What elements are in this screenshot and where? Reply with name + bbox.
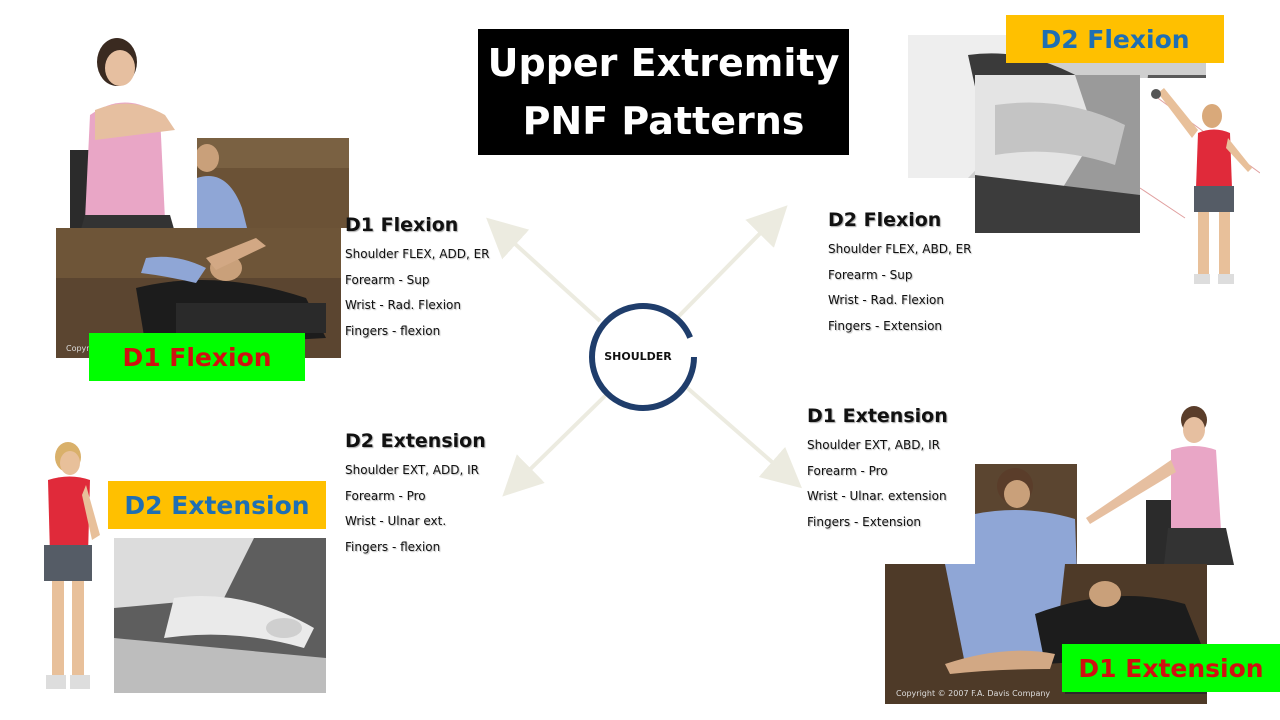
arrow-d2-flexion: [676, 205, 788, 319]
pattern-d2-flexion-line: Forearm - Sup: [828, 267, 913, 282]
pattern-d2-flexion: D2 Flexion Shoulder FLEX, ABD, ER Forear…: [828, 209, 972, 339]
pattern-d1-flexion-line: Wrist - Rad. Flexion: [345, 298, 461, 312]
pattern-d2-flexion-line: Wrist - Rad. Flexion: [828, 293, 944, 307]
pattern-d1-extension-line: Forearm - Pro: [807, 463, 888, 478]
hub-label: SHOULDER: [604, 350, 672, 363]
pattern-d1-flexion-title: D1 Flexion: [345, 214, 459, 236]
pattern-d2-flexion-line: Shoulder FLEX, ABD, ER: [828, 242, 972, 256]
pattern-d1-flexion: D1 Flexion Shoulder FLEX, ADD, ER Forear…: [345, 214, 490, 344]
photo-therapist-upper: [197, 138, 349, 228]
pattern-d2-extension-line: Wrist - Ulnar ext.: [345, 514, 447, 528]
tag-d1-extension: D1 Extension: [1062, 644, 1280, 692]
photo-bw-d2-extension: [114, 538, 326, 693]
copyright-left: Copyright: [66, 344, 106, 353]
shoulder-diagram: [486, 205, 803, 497]
photo-seated-d1-extension: [1076, 400, 1236, 565]
photo-bw-d2-flexion-lower: [975, 75, 1140, 233]
shoulder-hub-ring: [589, 303, 697, 411]
photo-standing-d2-flexion: [1140, 78, 1260, 290]
pattern-d2-extension-line: Shoulder EXT, ADD, IR: [345, 463, 479, 477]
pattern-d2-flexion-title: D2 Flexion: [828, 209, 942, 231]
copyright-right: Copyright © 2007 F.A. Davis Company: [896, 689, 1051, 698]
pattern-d2-extension-line: Forearm - Pro: [345, 488, 426, 503]
photo-seated-d1-flexion: [55, 20, 200, 250]
title-line-2: PNF Patterns: [522, 99, 805, 143]
pattern-d2-extension: D2 Extension Shoulder EXT, ADD, IR Forea…: [345, 430, 486, 560]
pattern-d2-extension-title: D2 Extension: [345, 430, 486, 452]
pattern-d1-extension: D1 Extension Shoulder EXT, ABD, IR Forea…: [807, 405, 948, 535]
pattern-d2-extension-line: Fingers - flexion: [345, 539, 441, 554]
title-line-1: Upper Extremity: [487, 41, 840, 85]
arrow-d1-extension: [682, 383, 803, 489]
pattern-d1-flexion-line: Shoulder FLEX, ADD, ER: [345, 247, 490, 261]
pattern-d2-flexion-line: Fingers - Extension: [828, 318, 943, 333]
pattern-d1-flexion-line: Forearm - Sup: [345, 272, 430, 287]
tag-d2-extension: D2 Extension: [108, 481, 326, 529]
arrow-d1-flexion: [486, 217, 602, 323]
pattern-d1-extension-line: Fingers - Extension: [807, 514, 922, 529]
tag-d2-flexion: D2 Flexion: [1006, 15, 1224, 63]
pattern-d1-extension-line: Shoulder EXT, ABD, IR: [807, 438, 940, 452]
photo-standing-d2-extension: [20, 435, 120, 700]
pattern-d1-flexion-line: Fingers - flexion: [345, 323, 441, 338]
pattern-d1-extension-line: Wrist - Ulnar. extension: [807, 489, 947, 503]
arrow-d2-extension: [502, 393, 608, 497]
title-box: Upper Extremity PNF Patterns: [478, 29, 849, 155]
photo-therapist-d1-extension: [975, 464, 1077, 574]
tag-d1-flexion: D1 Flexion: [89, 333, 305, 381]
pattern-d1-extension-title: D1 Extension: [807, 405, 948, 427]
